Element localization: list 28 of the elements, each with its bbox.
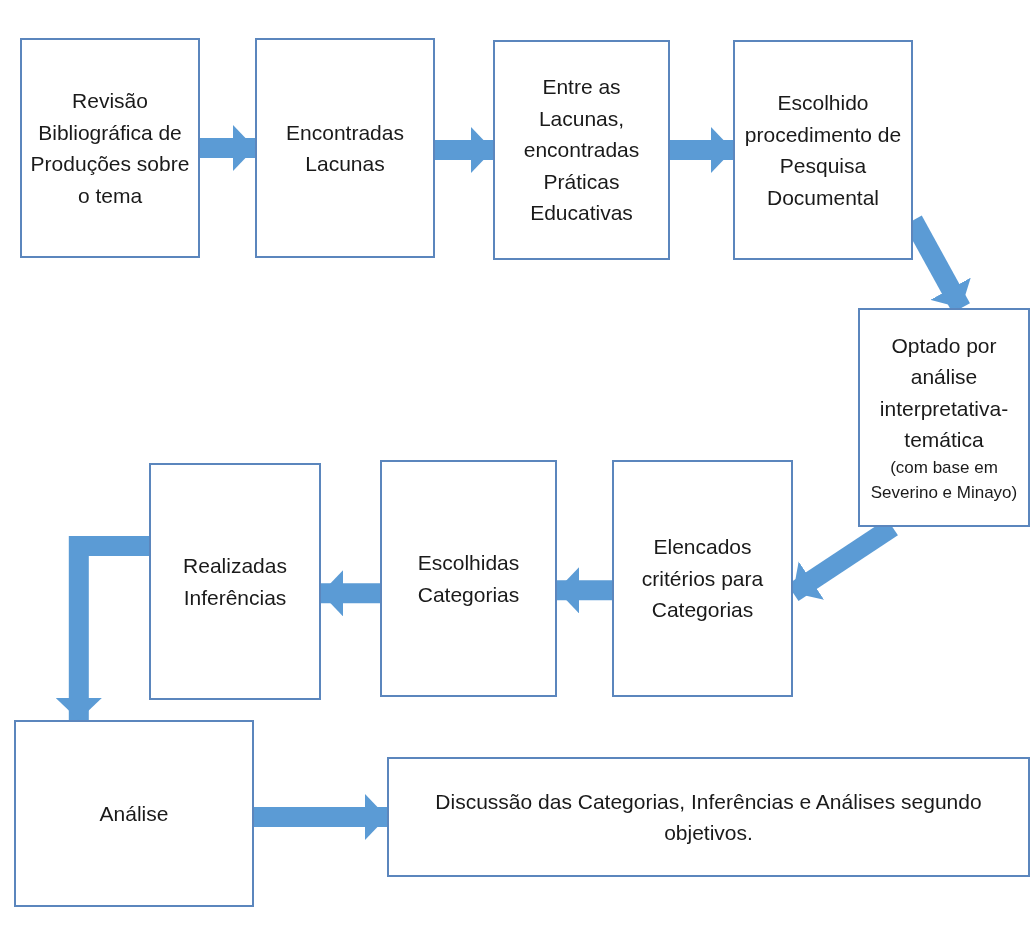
- block-arrow: [321, 570, 380, 617]
- process-box: [380, 460, 557, 697]
- box-text: Optado por análise interpretativa-temática: [878, 332, 1010, 454]
- process-box: [149, 463, 321, 700]
- block-arrow: [254, 794, 387, 840]
- process-box: [255, 38, 435, 258]
- process-box: [612, 460, 793, 697]
- box-text: Escolhidas Categorias: [416, 550, 521, 608]
- box-text: Revisão Bibliográfica de Produções sobre o tema: [29, 88, 191, 209]
- box-text: Análise: [99, 800, 169, 827]
- process-box: [858, 308, 1030, 527]
- process-box: [20, 38, 200, 258]
- box-text: Entre as Lacunas, encontradas Práticas Educativas: [522, 74, 641, 227]
- process-box: [733, 40, 913, 260]
- block-arrow: [557, 567, 612, 614]
- process-box: [493, 40, 670, 260]
- box-text: Encontradas Lacunas: [285, 119, 405, 177]
- box-text: Escolhido procedimento de Pesquisa Documental: [743, 90, 903, 211]
- box-text: Realizadas Inferências: [182, 553, 288, 611]
- block-arrow: [55, 535, 149, 720]
- box-text: Elencados critérios para Categorias: [640, 534, 765, 624]
- box-note: (com base em Severino e Minayo): [869, 456, 1019, 504]
- block-arrow: [200, 125, 255, 171]
- box-text: Discussão das Categorias, Inferências e Análises segundo objetivos.: [434, 788, 983, 846]
- block-arrow: [435, 127, 493, 173]
- process-box: [387, 757, 1030, 877]
- block-arrow: [670, 127, 733, 173]
- process-box: [14, 720, 254, 907]
